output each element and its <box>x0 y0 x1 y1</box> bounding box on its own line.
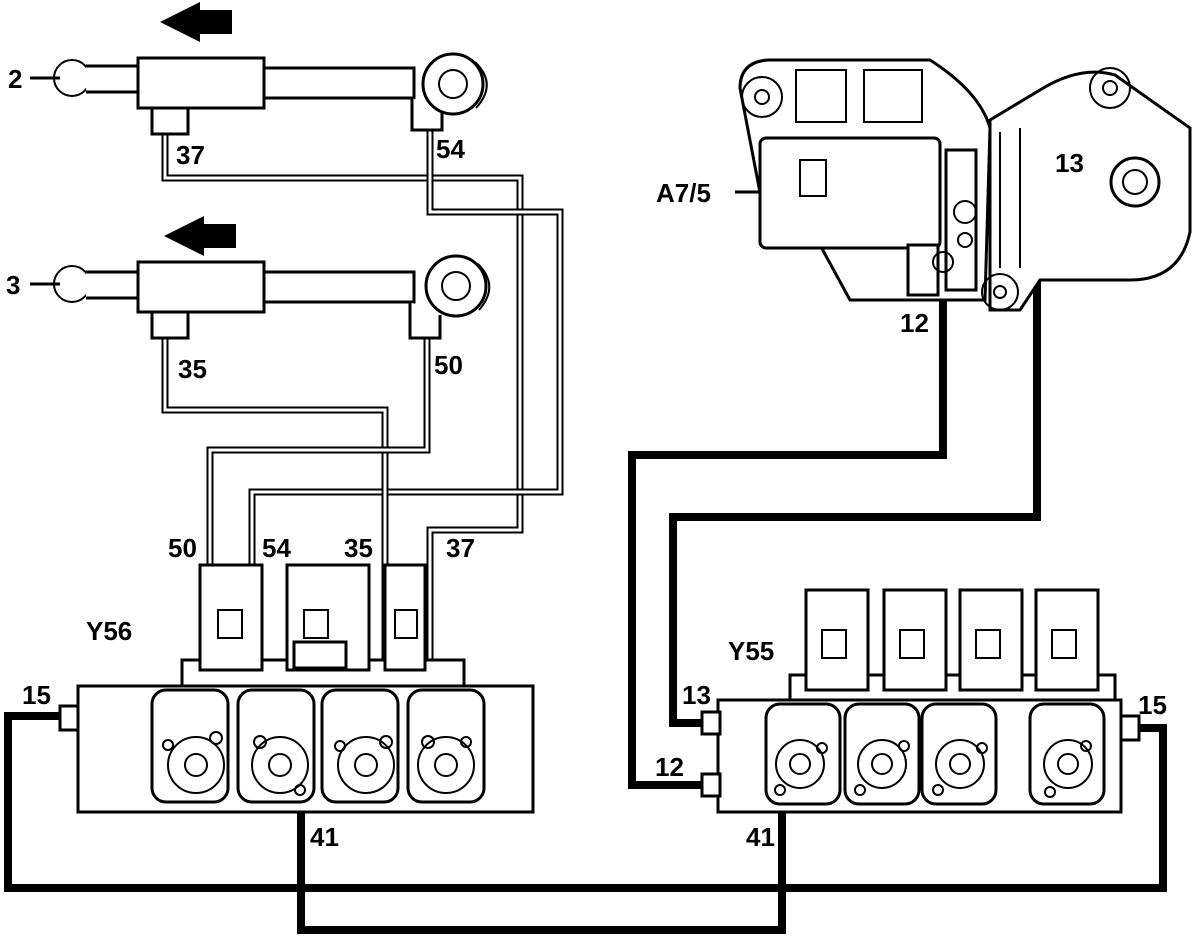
valve-block-y55 <box>700 588 1141 814</box>
label-y56-port-41: 41 <box>310 822 339 852</box>
cylinder-2: 2 <box>8 2 488 136</box>
label-y56: Y56 <box>86 616 132 646</box>
double-wall-lines <box>161 130 564 740</box>
y55-solenoids <box>764 702 1106 806</box>
label-a75-port-12: 12 <box>900 308 929 338</box>
label-y56-port-37: 37 <box>446 533 475 563</box>
label-y55-port-15: 15 <box>1138 690 1167 720</box>
label-a75-port-13: 13 <box>1055 148 1084 178</box>
label-line-50: 50 <box>434 350 463 380</box>
pump-unit-a75 <box>735 58 1192 312</box>
arrow-left-icon <box>164 216 236 256</box>
label-line-35: 35 <box>178 354 207 384</box>
label-cylinder-3: 3 <box>6 270 20 300</box>
label-cylinder-2: 2 <box>8 64 22 94</box>
label-y56-port-50: 50 <box>168 533 197 563</box>
label-y56-port-35: 35 <box>344 533 373 563</box>
valve-block-y56 <box>58 563 535 814</box>
label-y55-port-41: 41 <box>746 822 775 852</box>
label-y56-port-15: 15 <box>22 680 51 710</box>
label-y55-port-12: 12 <box>655 752 684 782</box>
label-line-54: 54 <box>436 134 465 164</box>
label-line-37: 37 <box>176 140 205 170</box>
label-y55-port-13: 13 <box>682 680 711 710</box>
arrow-left-icon <box>160 2 232 42</box>
label-a75: A7/5 <box>656 178 711 208</box>
cylinder-3: 3 <box>6 216 491 340</box>
label-y56-port-54: 54 <box>262 533 291 563</box>
y56-solenoids <box>150 688 486 804</box>
label-y55: Y55 <box>728 636 774 666</box>
